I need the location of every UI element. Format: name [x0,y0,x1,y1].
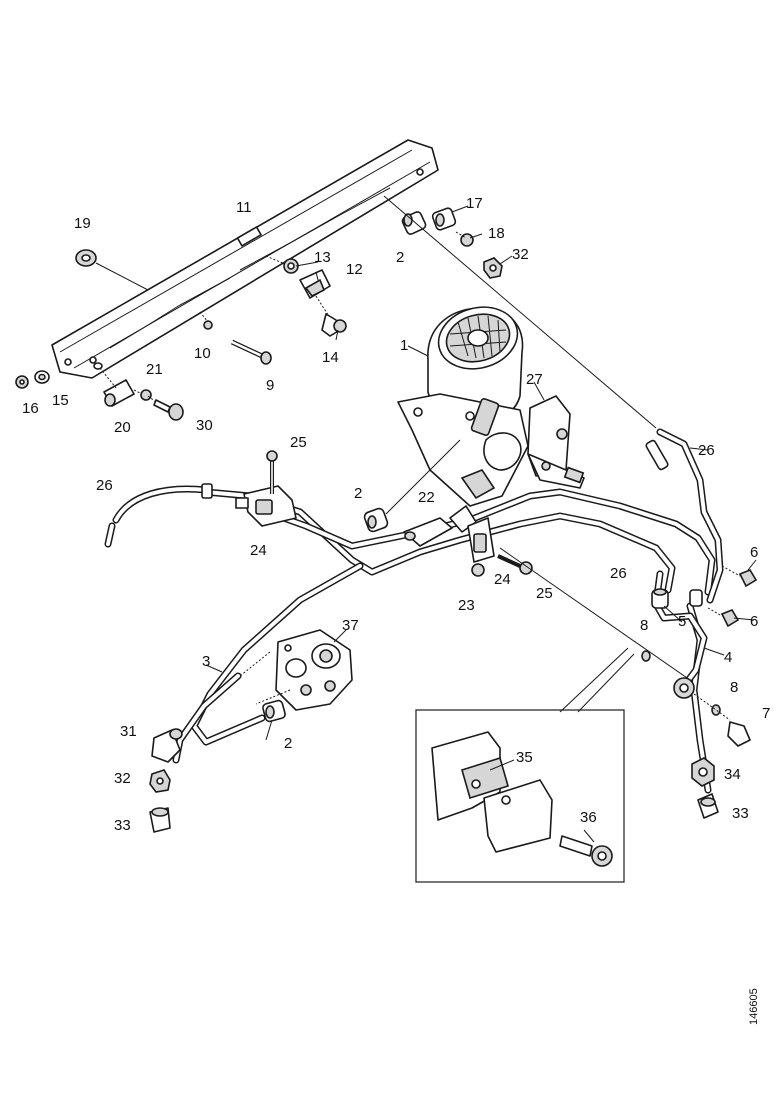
part-2-bush-top [401,211,427,235]
callout-15: 15 [52,392,69,409]
callout-3: 3 [202,653,210,670]
part-21-washer [133,389,152,401]
callout-6-upper: 6 [750,544,758,561]
callout-33-right: 33 [732,805,749,822]
callout-31: 31 [120,723,137,740]
callout-26-right: 26 [698,442,715,459]
part-8-washer-right [711,704,721,716]
callout-30: 30 [196,417,213,434]
part-14-bolt [315,295,347,337]
callout-2-bottom: 2 [284,735,292,752]
part-32-nut-top [483,257,503,279]
callout-10: 10 [194,345,211,362]
callout-9: 9 [266,377,274,394]
part-25-bolt-lower [497,554,533,575]
drawing-number: 146605 [748,988,760,1025]
callout-16: 16 [22,400,39,417]
part-15-washer [34,370,50,384]
part-6-nut-lower [707,607,740,628]
part-24-clamp-right [467,517,495,563]
part-23-nut [471,560,485,577]
callout-5: 5 [678,613,686,630]
part-6-nut-upper [721,565,758,588]
part-19-grommet [75,249,149,291]
part-25-bolt-upper [266,450,278,495]
part-27-bracket [527,395,585,489]
callout-17: 17 [466,195,483,212]
part-26-pipe-set [104,428,724,794]
part-17-sleeve [431,207,457,231]
callout-26-lower: 26 [610,565,627,582]
part-10-nut [199,311,213,330]
callout-26-left: 26 [96,477,113,494]
callout-2-top: 2 [396,249,404,266]
callout-12: 12 [346,261,363,278]
part-8-washer-left [641,650,651,662]
part-5-fitting [651,588,703,609]
part-7-banjo-bolt [693,693,751,747]
callout-22: 22 [418,489,435,506]
part-9-stud [230,339,272,365]
fuel-rail [51,139,439,379]
callout-20: 20 [114,419,131,436]
part-12-clamp [299,269,331,299]
leader-rail-to-pipe [383,195,657,429]
part-33-fitting-right [697,793,719,819]
part-20-sleeve [93,362,135,407]
inset-detail [415,647,635,883]
callout-34: 34 [724,766,741,783]
part-32-nut-left [149,769,171,793]
callout-25-upper: 25 [290,434,307,451]
part-24-clamp-left [235,485,297,527]
callout-4: 4 [724,649,732,666]
callout-36: 36 [580,809,597,826]
part-30-bolt [147,395,184,421]
callout-leaders [205,205,757,843]
part-18-clip [455,231,474,247]
callout-18: 18 [488,225,505,242]
part-1-pump-assembly [397,306,529,507]
callout-2-centre: 2 [354,485,362,502]
callout-1: 1 [400,337,408,354]
callout-35: 35 [516,749,533,766]
callout-32-top: 32 [512,246,529,263]
callout-6-lower: 6 [750,613,758,630]
callout-21: 21 [146,361,163,378]
callout-27: 27 [526,371,543,388]
callout-8-left: 8 [640,617,648,634]
part-2-bush-centre [363,439,461,533]
part-2-bush-bottom [262,699,286,723]
part-31-elbow [151,728,183,763]
callout-24-left: 24 [250,542,267,559]
leader-centre-to-4 [499,547,691,681]
part-37-valve-block [239,629,353,711]
part-13-grommet [265,255,299,274]
callout-33-left: 33 [114,817,131,834]
callout-19: 19 [74,215,91,232]
callout-32-left: 32 [114,770,131,787]
callout-23: 23 [458,597,475,614]
part-33-fitting-left [149,807,171,833]
callout-8-right: 8 [730,679,738,696]
part-4-banjo [673,677,695,699]
callout-37: 37 [342,617,359,634]
callout-11: 11 [236,199,252,216]
callout-14: 14 [322,349,339,366]
callout-24-right: 24 [494,571,511,588]
callout-7: 7 [762,705,770,722]
callout-13: 13 [314,249,331,266]
part-34-nut [691,757,715,787]
part-16-nut [15,375,29,389]
callout-25-lower: 25 [536,585,553,602]
callout-labels: 1 2 2 2 3 4 5 6 6 7 8 8 9 10 11 12 13 14… [22,195,770,834]
